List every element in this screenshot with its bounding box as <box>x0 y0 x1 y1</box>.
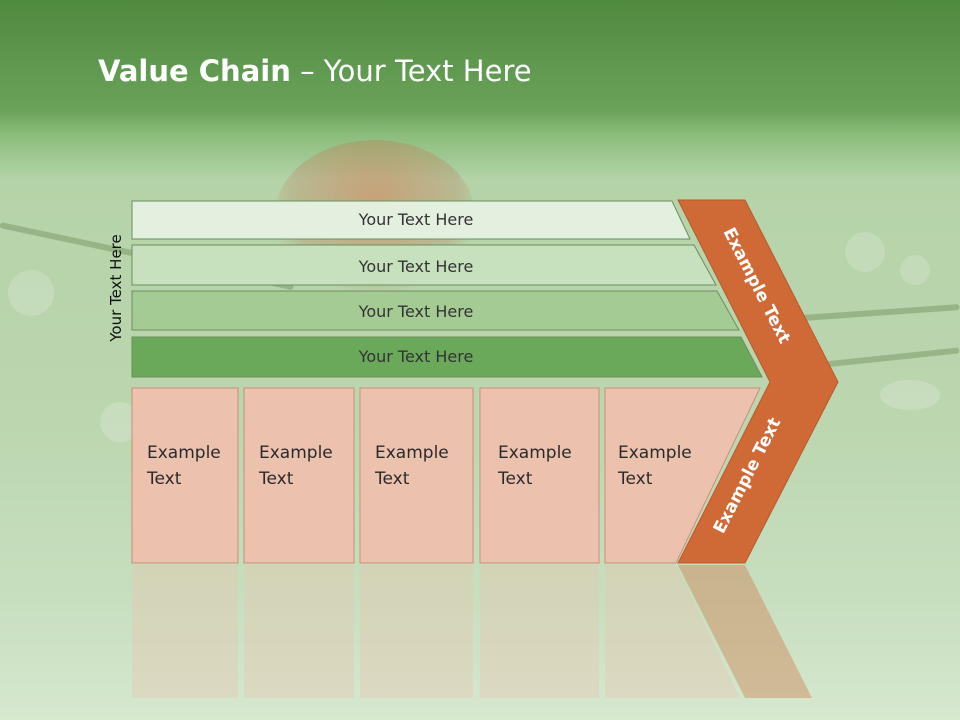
box-label-line2: Text <box>375 469 410 489</box>
activity-box <box>604 387 761 564</box>
row-label: Your Text Here <box>358 257 474 276</box>
row-bar <box>131 200 691 240</box>
row-bar <box>131 336 763 378</box>
activity-box <box>479 387 600 564</box>
row-bar <box>131 244 717 286</box>
water-drop <box>880 380 940 410</box>
box-label-line2: Text <box>498 469 533 489</box>
activity-box <box>131 387 239 564</box>
box-label-line2: Text <box>259 469 294 489</box>
box-label-line2: Text <box>147 469 182 489</box>
box-label-line1: Example <box>259 443 333 463</box>
margin-chevron <box>677 199 839 564</box>
title-rest: – Your Text Here <box>290 54 532 88</box>
row-bar <box>131 290 740 331</box>
activity-box <box>359 387 474 564</box>
row-label: Your Text Here <box>358 347 474 366</box>
box-label-line1: Example <box>618 443 692 463</box>
box-label-line1: Example <box>498 443 572 463</box>
title-bold: Value Chain <box>98 54 291 88</box>
bokeh-light <box>845 232 885 272</box>
bokeh-light <box>8 270 54 316</box>
box-label-line2: Text <box>618 469 653 489</box>
bokeh-light <box>900 255 930 285</box>
slide-title: Value Chain – Your Text Here <box>98 54 532 88</box>
row-label: Your Text Here <box>358 302 474 321</box>
box-label-line1: Example <box>375 443 449 463</box>
activity-box <box>243 387 355 564</box>
box-label-line1: Example <box>147 443 221 463</box>
row-label: Your Text Here <box>358 210 474 229</box>
